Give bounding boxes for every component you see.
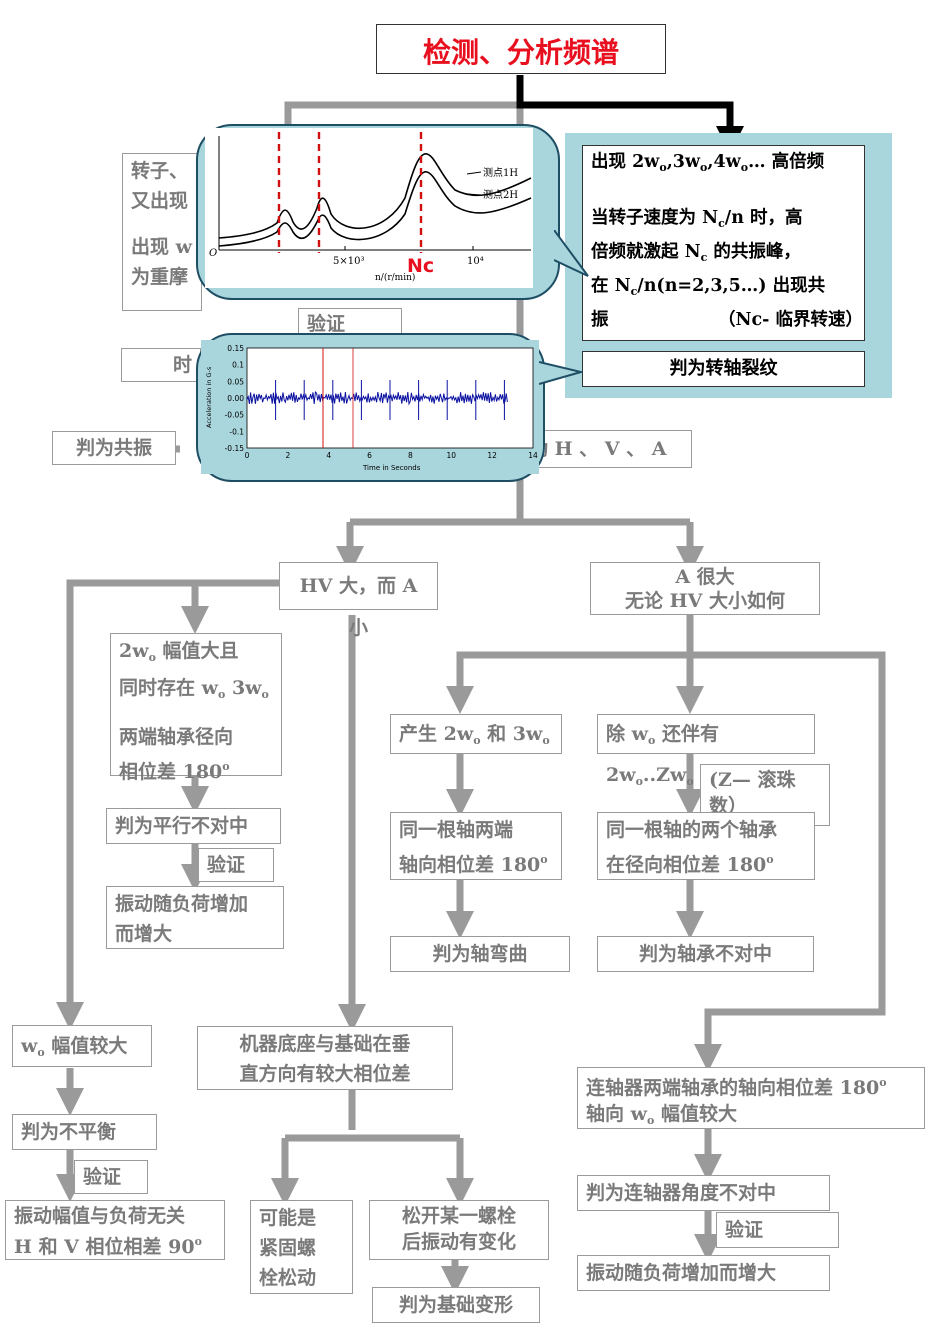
spectrum-plot: 测点1H 测点2H O 5×10³ Nc 10⁴ n/(r/min) <box>205 128 533 288</box>
spectrum-curve-2 <box>218 171 532 247</box>
parallel-result: 判为平行不对中 <box>106 808 281 844</box>
parallel-condition: 2wo 幅值大且 同时存在 wo 3wo 两端轴承径向 相位差 180o <box>110 633 282 783</box>
crack-line-4: 在 Nc/n(n=2,3,5…) 出现共 <box>591 276 826 298</box>
nc-label: Nc <box>407 255 434 277</box>
bend-result: 判为轴弯曲 <box>390 936 570 972</box>
y-tick: 0.05 <box>227 377 244 386</box>
crack-line-5: 振 <box>591 310 609 330</box>
parallel-confirm: 振动随负荷增加而增大 <box>106 886 284 949</box>
base-result: 判为基础变形 <box>372 1287 540 1323</box>
x-tick: 10 <box>447 451 457 460</box>
waveform-signal <box>246 380 508 420</box>
loose-bolt-box: 可能是紧固螺栓松动 <box>250 1200 353 1294</box>
spectrum-curve-1 <box>218 153 532 239</box>
x-tick-1e4: 10⁴ <box>467 256 484 267</box>
crack-note: （Nc- 临界转速） <box>718 310 864 330</box>
coupling-confirm: 振动随负荷增加而增大 <box>577 1255 830 1291</box>
time-box: 时 <box>121 348 201 382</box>
waveform-x-ticks: 0 2 4 6 8 10 12 14 <box>245 451 538 460</box>
bearing-result: 判为轴承不对中 <box>597 936 814 972</box>
unbalance-condition: wo 幅值较大 <box>12 1025 152 1067</box>
unbalance-verify: 验证 <box>74 1160 148 1194</box>
legend-1: 测点1H <box>483 166 518 179</box>
waveform-ylabel: Acceleration in G-s <box>205 366 213 428</box>
waveform-y-ticks: 0.15 0.1 0.05 0.00 -0.05 -0.1 -0.15 <box>225 344 245 453</box>
y-tick: -0.05 <box>225 411 245 420</box>
crack-condition-box: 出现 2wo,3wo,4wo… 高倍频 当转子速度为 Nc/n 时，高 倍频就激… <box>582 145 865 341</box>
legend-2: 测点2H <box>483 188 518 201</box>
x-tick: 14 <box>528 451 538 460</box>
crack-line-2: 当转子速度为 Nc/n 时，高 <box>591 208 803 230</box>
y-tick: -0.1 <box>229 427 244 436</box>
crack-line-3: 倍频就激起 Nc 的共振峰， <box>591 242 801 264</box>
x-tick: 4 <box>326 451 331 460</box>
page-title: 检测、分析频谱 <box>376 24 666 74</box>
coupling-result: 判为连轴器角度不对中 <box>577 1175 830 1211</box>
bend-phase: 同一根轴两端轴向相位差 180o <box>390 812 562 880</box>
bend-condition: 产生 2wo 和 3wo <box>390 714 562 754</box>
measure-hva: 动 H 、 V 、 A <box>520 430 692 468</box>
waveform-plot: 0.15 0.1 0.05 0.00 -0.05 -0.1 -0.15 0 2 4 6 8 10 12 1… <box>201 340 539 474</box>
a-big-box: A 很大无论 HV 大小如何 <box>590 562 820 615</box>
coupling-condition: 连轴器两端轴承的轴向相位差 180o 轴向 wo 幅值较大 <box>577 1067 925 1129</box>
x-tick: 0 <box>245 451 250 460</box>
x-tick: 2 <box>285 451 290 460</box>
coupling-verify: 验证 <box>716 1212 839 1248</box>
bearing-condition: 除 wo 还伴有 2wo..Zwo <box>597 714 815 788</box>
x-tick: 6 <box>367 451 372 460</box>
spectrum-xlabel: n/(r/min) <box>375 272 415 283</box>
crack-result: 判为转轴裂纹 <box>582 351 865 387</box>
base-phase-condition: 机器底座与基础在垂直方向有较大相位差 <box>197 1026 453 1090</box>
hv-big-box: HV 大，而 A 小 <box>279 562 438 639</box>
origin-label: O <box>209 248 217 259</box>
crack-line-1: 出现 2wo,3wo,4wo… 高倍频 <box>591 152 825 174</box>
x-tick-5e3: 5×10³ <box>333 256 364 267</box>
x-tick: 8 <box>408 451 413 460</box>
bearing-phase: 同一根轴的两个轴承在径向相位差 180o <box>597 812 815 880</box>
y-tick: 0.00 <box>227 394 244 403</box>
x-tick: 12 <box>487 451 497 460</box>
parallel-verify: 验证 <box>198 848 274 882</box>
waveform-callout <box>539 361 583 385</box>
spectrum-callout <box>554 230 589 277</box>
unbalance-result: 判为不平衡 <box>12 1114 157 1150</box>
noise-trace <box>246 391 508 406</box>
y-tick: 0.1 <box>232 361 244 370</box>
judge-resonance: 判为共振 <box>52 431 176 465</box>
y-tick: -0.15 <box>225 444 245 453</box>
waveform-xlabel: Time in Seconds <box>362 464 421 472</box>
bolt-test-box: 松开某一螺栓后振动有变化 <box>369 1200 549 1260</box>
y-tick: 0.15 <box>227 344 244 353</box>
